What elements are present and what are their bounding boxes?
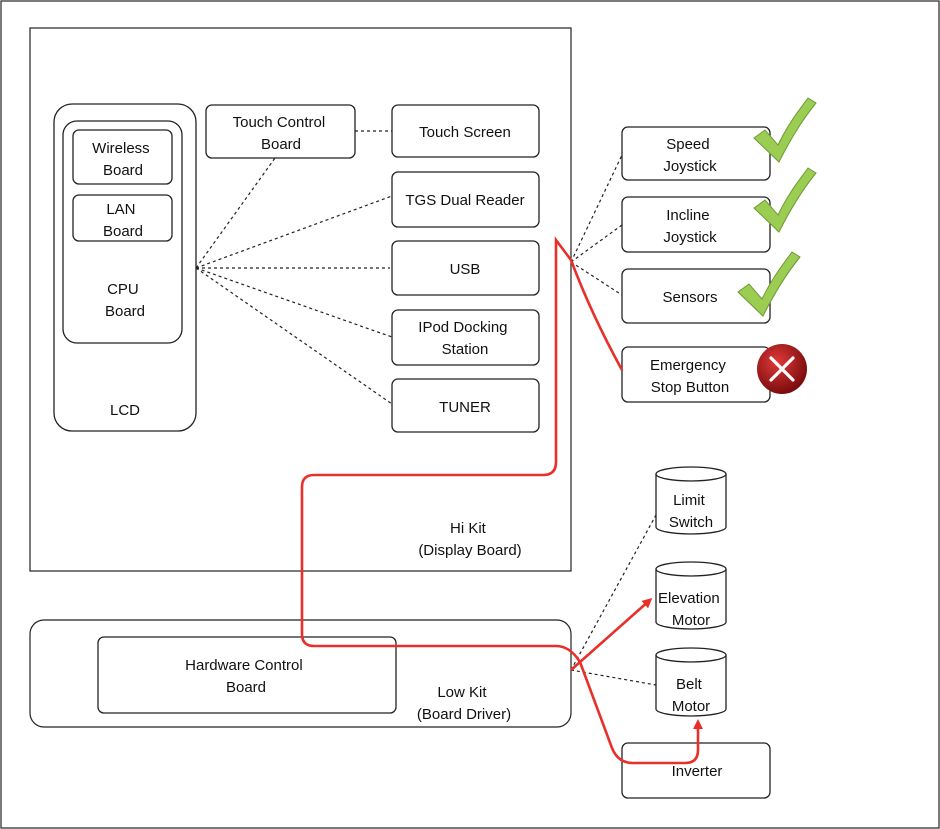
tgs-dual-reader-box (391, 171, 540, 228)
usb-label: USB (450, 261, 481, 278)
sensors-label: Sensors (662, 289, 717, 306)
hardware-control-board-box (97, 636, 397, 714)
belt-motor-label: Belt Motor (672, 676, 710, 715)
inverter-box (621, 742, 771, 799)
touch-screen-box (391, 104, 540, 158)
elevation-motor-label: Elevation Motor (658, 590, 724, 629)
lan-board-label: LAN Board (103, 201, 143, 240)
inverter-label: Inverter (672, 763, 723, 780)
peripheral-connectors (570, 154, 623, 296)
wireless-board-label: Wireless Board (92, 140, 154, 179)
ipod-docking-station-box (391, 309, 540, 366)
x-icon (757, 344, 807, 394)
touch-screen-label: Touch Screen (419, 124, 511, 141)
cpu-board-label: CPU Board (105, 281, 145, 320)
touch-control-board-label: Touch Control Board (233, 114, 330, 153)
wireless-board-box (72, 129, 173, 185)
hardware-control-board-label: Hardware Control Board (185, 657, 307, 696)
check-icon (753, 97, 817, 163)
check-icon (753, 167, 817, 233)
lan-board-box (72, 194, 173, 242)
check-icon (737, 251, 801, 317)
limit-switch-cylinder (655, 466, 727, 535)
incline-joystick-box (621, 196, 771, 253)
tuner-label: TUNER (439, 399, 491, 416)
ipod-docking-station-label: IPod Docking Station (418, 319, 511, 358)
tuner-box (391, 378, 540, 433)
low-kit-label: Low Kit (Board Driver) (417, 684, 511, 723)
speed-joystick-label: Speed Joystick (663, 136, 717, 175)
incline-joystick-label: Incline Joystick (663, 207, 717, 246)
touch-control-board-box (205, 104, 356, 159)
limit-switch-label: Limit Switch (669, 492, 713, 531)
elevation-motor-cylinder (655, 561, 727, 630)
belt-motor-cylinder (655, 647, 727, 717)
signal-path (300, 236, 703, 765)
lcd-label: LCD (110, 402, 140, 419)
hi-kit-label: Hi Kit (Display Board) (418, 520, 521, 559)
tgs-dual-reader-label: TGS Dual Reader (405, 192, 524, 209)
usb-box (391, 240, 540, 296)
emergency-stop-button-label: Emergency Stop Button (650, 357, 730, 396)
hub-connectors (195, 130, 393, 405)
